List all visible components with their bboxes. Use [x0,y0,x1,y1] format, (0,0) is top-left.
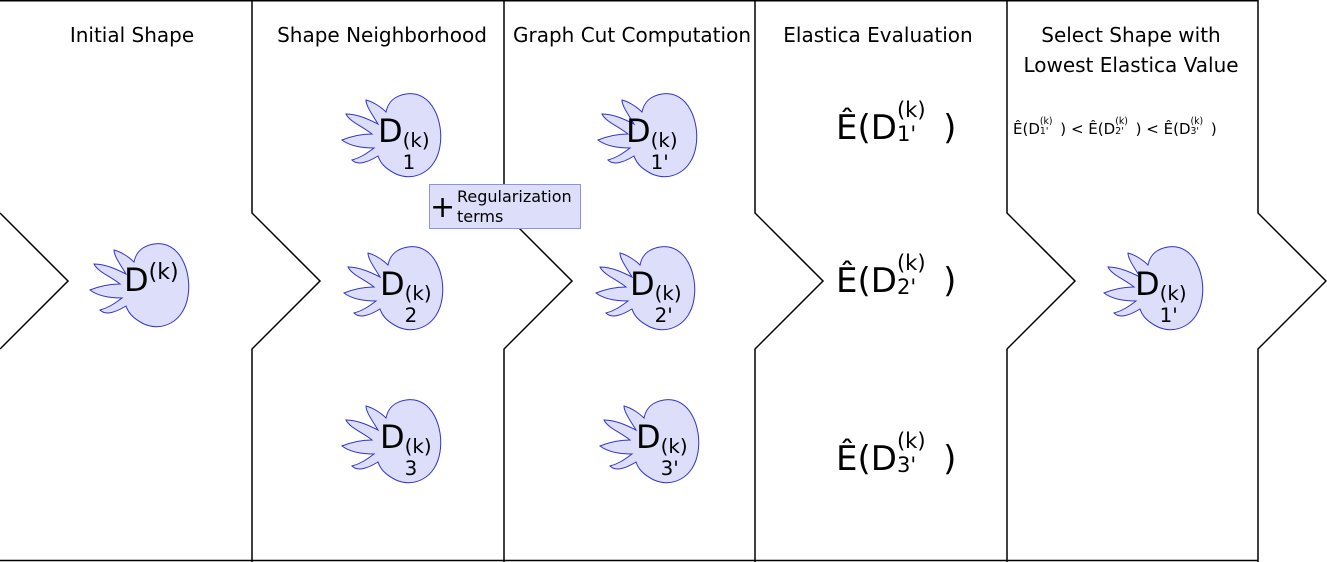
elastica-eval-1-sup: (k) [896,97,926,123]
elastica-eval-2-sub: 2' [896,273,917,299]
comparison-term-2-sup: (k) [1115,115,1128,127]
comparison-term-1-base: D [1028,120,1040,138]
stage-title-graphcut: Graph Cut Computation [512,23,751,47]
selected-shape-sup: (k) [1159,282,1187,306]
elastica-eval-3-op: Ê( [836,439,871,479]
selected-shape-base: D [1135,265,1160,303]
elastica-eval-3: Ê(D(k)3'(k)) [836,430,957,479]
graphcut-shape-2-label: D(k)2' [630,265,682,325]
elastica-eval-1-close: ) [943,108,957,148]
neighbor-shape-2-sub: 2 [404,303,418,327]
comparison-term-1-sup: (k) [1039,115,1053,127]
comparison-term-3-sup: (k) [1190,115,1204,127]
elastica-eval-3-sup: (k) [896,428,926,454]
comparison-lt-2: < [1146,120,1159,138]
graphcut-shape-1-sub: 1' [650,150,669,174]
selected-shape-label: D(k)1' [1135,265,1187,325]
comparison-term-2-close: ) [1135,120,1142,138]
graphcut-shape-3-sup: (k) [660,435,688,459]
graphcut-shape-2-sup: (k) [654,282,682,306]
elastica-eval-2-base: D [870,261,897,301]
initial-shape-base: D [124,261,149,299]
comparison-term-1-sub: 1' [1039,126,1049,138]
neighbor-shape-3-label: D(k)3 [380,418,432,478]
elastica-eval-2-close: ) [943,261,957,301]
comparison-term-3-op: Ê( [1163,120,1179,138]
neighbor-shape-1-label: D(k)1 [378,112,430,172]
divider-2 [503,0,574,562]
regularization-terms-box: + Regularization terms [429,184,581,229]
elastica-eval-1-op: Ê( [836,108,871,148]
elastica-eval-3-base: D [870,439,897,479]
neighbor-shape-2-sup: (k) [404,282,432,306]
elastica-eval-1: Ê(D(k)1'(k)) [836,99,957,148]
comparison-term-1-op: Ê( [1013,120,1029,138]
end-arrow [1257,0,1327,562]
graphcut-shape-1-sup: (k) [650,129,678,153]
graphcut-shape-3-sub: 3' [660,456,679,480]
neighbor-shape-3-sub: 3 [404,456,418,480]
graphcut-shape-3-base: D [636,418,661,456]
stage-title-initial: Initial Shape [69,23,195,47]
divider-1 [251,0,322,562]
stage-title-neighborhood: Shape Neighborhood [277,23,487,47]
stage-title-select-line2: Lowest Elastica Value [1023,53,1239,77]
neighbor-shape-1-sup: (k) [402,129,430,153]
elastica-eval-2: Ê(D(k)2'(k)) [836,252,957,301]
comparison-term-2-sub: 2' [1115,126,1124,138]
neighbor-shape-3-base: D [380,418,405,456]
initial-shape-sup: (k) [148,260,179,285]
neighbor-shape-3-sup: (k) [404,435,432,459]
divider-4 [1006,0,1077,562]
comparison-term-3-base: D [1178,120,1191,138]
stage-title-elastica: Elastica Evaluation [783,23,973,47]
neighbor-shape-1-base: D [378,112,403,150]
elastica-comparison: Ê(D(k)1'(k)) < Ê(D(k)2'(k)) < Ê(D(k)3'(k… [1013,117,1217,138]
initial-shape-label: D(k) [124,261,179,299]
elastica-eval-3-close: ) [943,439,957,479]
stage-1-notch [0,212,70,350]
comparison-term-2-base: D [1103,120,1116,138]
stage-title-select-line1: Select Shape with [1041,23,1221,47]
elastica-eval-2-op: Ê( [836,261,871,301]
graphcut-shape-1-label: D(k)1' [626,112,678,172]
neighbor-shape-2-label: D(k)2 [380,265,432,325]
regularization-label-line1: Regularization [457,187,572,206]
regularization-plus: + [430,190,456,225]
selected-shape-sub: 1' [1159,303,1178,327]
graphcut-shape-3-label: D(k)3' [636,418,688,478]
divider-3 [754,0,825,562]
graphcut-shape-1-base: D [626,112,651,150]
regularization-label-line2: terms [457,207,504,226]
comparison-term-3-sub: 3' [1190,126,1199,138]
elastica-eval-2-sup: (k) [896,250,926,276]
comparison-lt-1: < [1070,120,1084,138]
comparison-term-1-close: ) [1060,120,1067,138]
neighbor-shape-2-base: D [380,265,405,303]
elastica-eval-1-sub: 1' [896,120,917,146]
comparison-term-3-close: ) [1210,120,1217,138]
elastica-eval-1-base: D [870,108,897,148]
graphcut-shape-2-sub: 2' [654,303,673,327]
elastica-eval-3-sub: 3' [896,451,917,477]
graphcut-shape-2-base: D [630,265,655,303]
neighbor-shape-1-sub: 1 [402,150,416,174]
comparison-term-2-op: Ê( [1088,120,1104,138]
